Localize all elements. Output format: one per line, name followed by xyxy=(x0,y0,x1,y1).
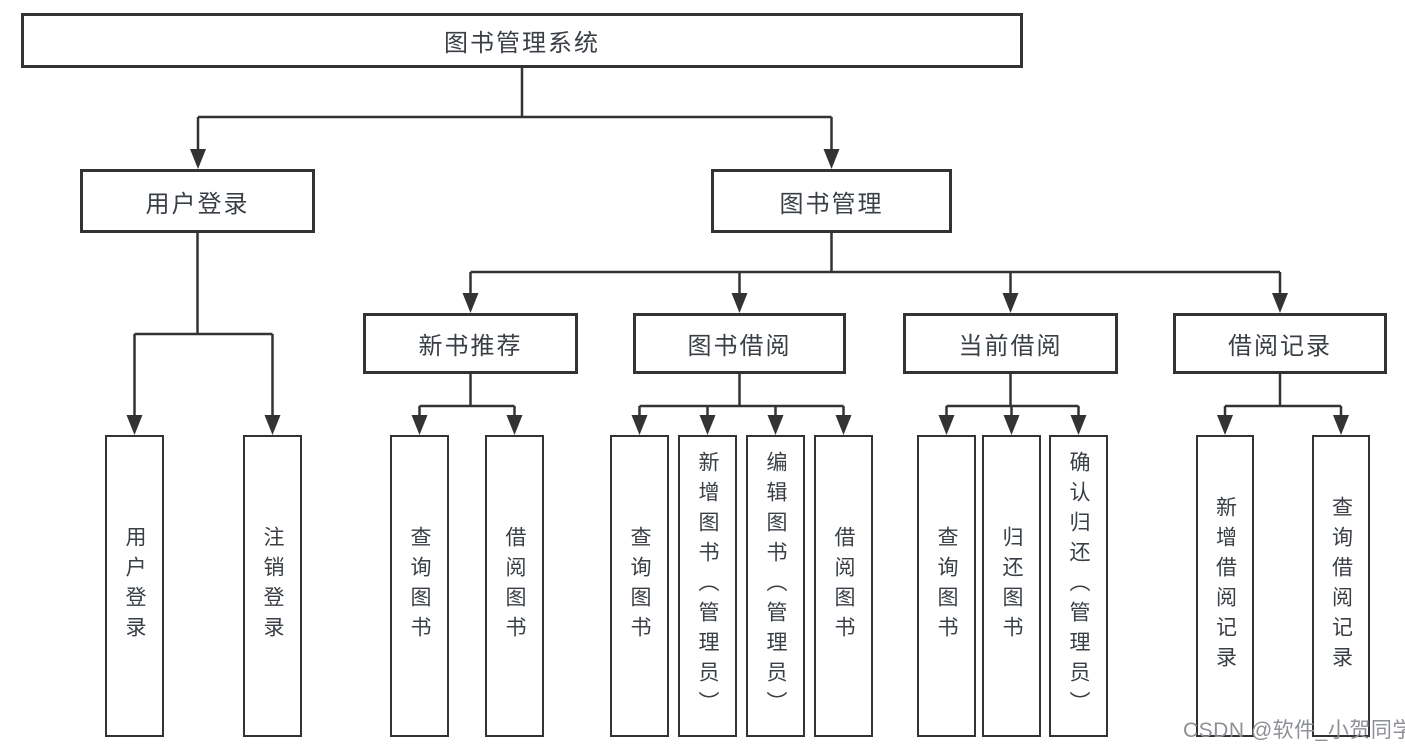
leaf-user-login: 用户登录 xyxy=(105,435,164,737)
node-label: 查询图书 xyxy=(628,526,651,646)
leaf-query-books-borrowing: 查询图书 xyxy=(610,435,669,737)
leaf-query-borrow-record: 查询借阅记录 xyxy=(1312,435,1370,737)
leaf-confirm-return-admin: 确认归还（管理员） xyxy=(1049,435,1108,737)
leaf-query-books-recommend: 查询图书 xyxy=(390,435,449,737)
leaf-return-books: 归还图书 xyxy=(982,435,1041,737)
node-label: 当前借阅 xyxy=(958,333,1063,360)
node-label: 借阅图书 xyxy=(503,526,526,646)
node-label: 借阅图书 xyxy=(832,526,855,646)
node-borrowing-records: 借阅记录 xyxy=(1173,313,1387,374)
leaf-query-books-current: 查询图书 xyxy=(917,435,976,737)
node-label: 查询图书 xyxy=(408,526,431,646)
csdn-watermark: CSDN @软件_小贺同学 xyxy=(1183,719,1405,742)
node-system-root: 图书管理系统 xyxy=(21,13,1023,68)
node-label: 查询借阅记录 xyxy=(1329,496,1353,676)
node-label: 图书管理 xyxy=(779,190,884,218)
node-label: 图书管理系统 xyxy=(444,30,600,57)
leaf-add-books-admin: 新增图书（管理员） xyxy=(678,435,737,737)
node-label: 查询图书 xyxy=(935,526,958,646)
leaf-edit-books-admin: 编辑图书（管理员） xyxy=(746,435,805,737)
node-label: 用户登录 xyxy=(145,190,250,218)
node-label: 图书借阅 xyxy=(687,333,792,360)
node-label: 用户登录 xyxy=(123,526,146,646)
node-label: 新增图书（管理员） xyxy=(696,451,719,721)
node-label: 新书推荐 xyxy=(418,333,523,360)
node-label: 编辑图书（管理员） xyxy=(764,451,787,721)
leaf-borrow-books-recommend: 借阅图书 xyxy=(485,435,544,737)
arrowhead-icons xyxy=(126,149,1349,435)
leaf-logout: 注销登录 xyxy=(243,435,302,737)
node-label: 借阅记录 xyxy=(1228,333,1332,360)
node-label: 注销登录 xyxy=(261,526,284,646)
node-current-borrowing: 当前借阅 xyxy=(903,313,1118,374)
node-book-management: 图书管理 xyxy=(711,169,952,233)
node-new-book-recommendation: 新书推荐 xyxy=(363,313,578,374)
node-label: 新增借阅记录 xyxy=(1213,496,1237,676)
leaf-borrow-books: 借阅图书 xyxy=(814,435,873,737)
leaf-add-borrow-record: 新增借阅记录 xyxy=(1196,435,1254,737)
node-book-borrowing: 图书借阅 xyxy=(633,313,846,374)
node-label: 归还图书 xyxy=(1000,526,1023,646)
node-user-login: 用户登录 xyxy=(80,169,315,233)
node-label: 确认归还（管理员） xyxy=(1067,451,1090,721)
